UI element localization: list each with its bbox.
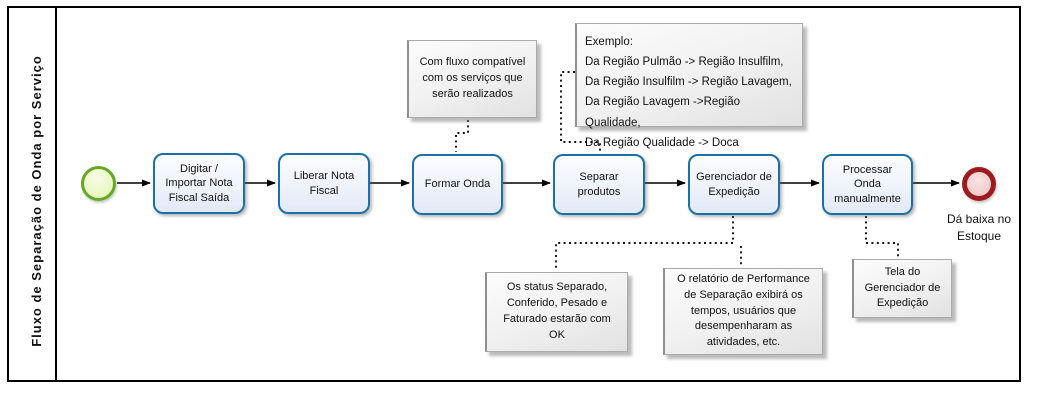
end-event-circle (962, 167, 996, 201)
note-text: Tela do Gerenciador de Expedição (864, 265, 941, 310)
task-processar-onda-manualmente: Processar Onda manualmente (822, 154, 913, 215)
task-label: Formar Onda (424, 178, 491, 191)
task-formar-onda: Formar Onda (412, 154, 503, 215)
note-text: Com fluxo compatível com os serviços que… (419, 56, 526, 100)
task-digitar-importar-nota-fiscal: Digitar / Importar Nota Fiscal Saída (153, 153, 245, 214)
task-label: Gerenciador de Expedição (696, 171, 772, 198)
note-tela-gerenciador: Tela do Gerenciador de Expedição (852, 259, 952, 318)
task-label: Liberar Nota Fiscal (293, 170, 355, 197)
note-text: Exemplo: Da Região Pulmão -> Região Insu… (585, 36, 792, 149)
task-label: Digitar / Importar Nota Fiscal Saída (165, 163, 233, 204)
end-event-label: Dá baixa no Estoque (946, 212, 1012, 244)
task-separar-produtos: Separar produtos (553, 154, 645, 215)
note-text: Os status Separado, Conferido, Pesado e … (503, 281, 611, 341)
lane-title: Fluxo de Separação de Onda por Serviço (29, 55, 44, 347)
task-gerenciador-expedicao: Gerenciador de Expedição (688, 154, 780, 215)
task-label: Separar produtos (577, 171, 621, 198)
note-status-ok: Os status Separado, Conferido, Pesado e … (485, 272, 628, 352)
task-label: Processar Onda manualmente (834, 164, 901, 205)
note-fluxo-compativel: Com fluxo compatível com os serviços que… (407, 40, 537, 118)
task-liberar-nota-fiscal: Liberar Nota Fiscal (278, 153, 370, 214)
lane-title-band: Fluxo de Separação de Onda por Serviço (7, 6, 57, 382)
note-exemplo-regioes: Exemplo: Da Região Pulmão -> Região Insu… (575, 23, 803, 149)
start-event-circle (81, 166, 116, 201)
note-relatorio-performance: O relatório de Performance de Separação … (663, 268, 823, 355)
note-text: O relatório de Performance de Separação … (677, 272, 810, 349)
